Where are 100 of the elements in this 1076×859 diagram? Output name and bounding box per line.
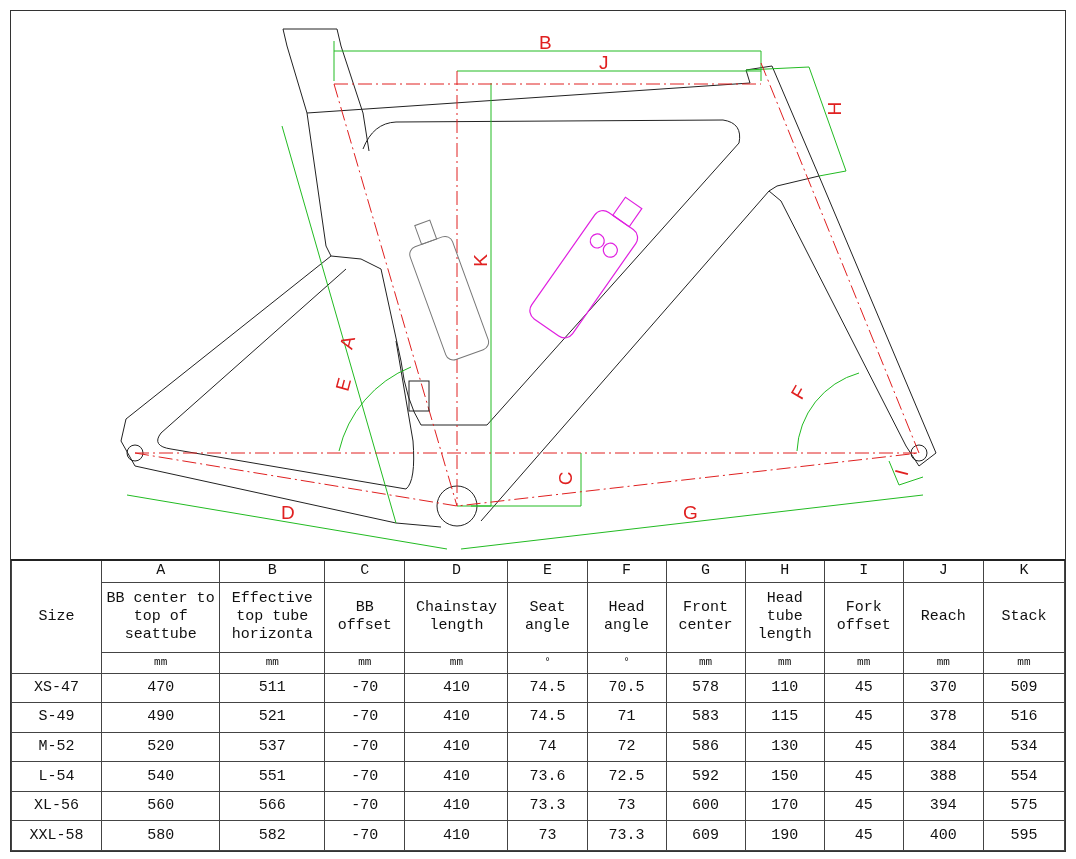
table-cell: 150 (745, 761, 825, 792)
table-cell: XS-47 (11, 673, 102, 703)
table-cell: 45 (824, 702, 904, 733)
table-cell: Size (11, 560, 102, 673)
table-cell: 388 (903, 761, 984, 792)
table-cell: Effective top tube horizonta (219, 582, 325, 652)
table-cell: 110 (745, 673, 825, 703)
table-cell: J (903, 560, 984, 582)
table-cell: 580 (101, 820, 220, 851)
table-cell: 575 (983, 791, 1065, 821)
table-cell: 45 (824, 732, 904, 762)
table-cell: 520 (101, 732, 220, 762)
table-cell: 410 (404, 673, 508, 703)
table-cell: 70.5 (587, 673, 667, 703)
table-cell: mm (903, 652, 984, 673)
dimension-label: K (470, 254, 490, 267)
table-cell: 45 (824, 673, 904, 703)
table-cell: -70 (324, 702, 405, 733)
table-cell: -70 (324, 761, 405, 792)
table-cell: 592 (666, 761, 746, 792)
dimension-label: E (332, 375, 355, 394)
table-cell: mm (404, 652, 508, 673)
dimension-label: D (281, 503, 295, 522)
table-cell: 551 (219, 761, 325, 792)
table-cell: 45 (824, 791, 904, 821)
table-cell: 583 (666, 702, 746, 733)
table-cell: 45 (824, 820, 904, 851)
table-cell: 609 (666, 820, 746, 851)
table-cell: 534 (983, 732, 1065, 762)
dimension-label: C (556, 471, 576, 486)
table-cell: D (404, 560, 508, 582)
table-cell: Stack (983, 582, 1065, 652)
table-cell: BB center to top of seattube (101, 582, 220, 652)
dimension-label: G (683, 503, 698, 522)
dimension-label: A (336, 333, 359, 352)
table-cell: E (507, 560, 587, 582)
table-cell: 73.6 (507, 761, 587, 792)
table-cell: 378 (903, 702, 984, 733)
table-cell: F (587, 560, 667, 582)
table-cell: G (666, 560, 746, 582)
table-cell: I (824, 560, 904, 582)
table-cell: 384 (903, 732, 984, 762)
dimension-label: I (891, 467, 912, 478)
table-cell: 73 (587, 791, 667, 821)
table-cell: mm (824, 652, 904, 673)
table-cell: ° (507, 652, 587, 673)
table-cell: BB offset (324, 582, 405, 652)
table-cell: 45 (824, 761, 904, 792)
table-cell: 130 (745, 732, 825, 762)
table-cell: 73.3 (507, 791, 587, 821)
table-cell: Head tube length (745, 582, 825, 652)
table-cell: 73.3 (587, 820, 667, 851)
table-cell: mm (666, 652, 746, 673)
table-cell: 370 (903, 673, 984, 703)
table-cell: Reach (903, 582, 984, 652)
dimension-label: J (599, 53, 609, 72)
table-cell: 595 (983, 820, 1065, 851)
table-cell: 74.5 (507, 702, 587, 733)
table-cell: Chainstay length (404, 582, 508, 652)
table-cell: 470 (101, 673, 220, 703)
dimension-label: F (787, 382, 810, 403)
table-cell: 490 (101, 702, 220, 733)
table-cell: S-49 (11, 702, 102, 733)
table-cell: mm (745, 652, 825, 673)
table-cell: Seat angle (507, 582, 587, 652)
table-cell: 410 (404, 791, 508, 821)
table-cell: 71 (587, 702, 667, 733)
table-cell: -70 (324, 791, 405, 821)
table-cell: mm (983, 652, 1065, 673)
table-cell: 586 (666, 732, 746, 762)
table-cell: C (324, 560, 405, 582)
table-cell: 400 (903, 820, 984, 851)
table-cell: mm (101, 652, 220, 673)
table-cell: Fork offset (824, 582, 904, 652)
table-cell: XL-56 (11, 791, 102, 821)
table-cell: 410 (404, 761, 508, 792)
table-cell: XXL-58 (11, 820, 102, 851)
table-cell: H (745, 560, 825, 582)
table-cell: 600 (666, 791, 746, 821)
table-cell: 521 (219, 702, 325, 733)
table-cell: Head angle (587, 582, 667, 652)
table-cell: 72 (587, 732, 667, 762)
table-cell: 73 (507, 820, 587, 851)
table-cell: mm (324, 652, 405, 673)
table-cell: 560 (101, 791, 220, 821)
table-cell: -70 (324, 820, 405, 851)
table-cell: 537 (219, 732, 325, 762)
table-cell: 566 (219, 791, 325, 821)
table-cell: 190 (745, 820, 825, 851)
table-cell: mm (219, 652, 325, 673)
table-cell: L-54 (11, 761, 102, 792)
table-cell: M-52 (11, 732, 102, 762)
table-cell: 410 (404, 732, 508, 762)
table-cell: 578 (666, 673, 746, 703)
table-cell: 72.5 (587, 761, 667, 792)
table-cell: 74 (507, 732, 587, 762)
table-cell: B (219, 560, 325, 582)
table-cell: -70 (324, 673, 405, 703)
table-cell: 394 (903, 791, 984, 821)
table-cell: 511 (219, 673, 325, 703)
